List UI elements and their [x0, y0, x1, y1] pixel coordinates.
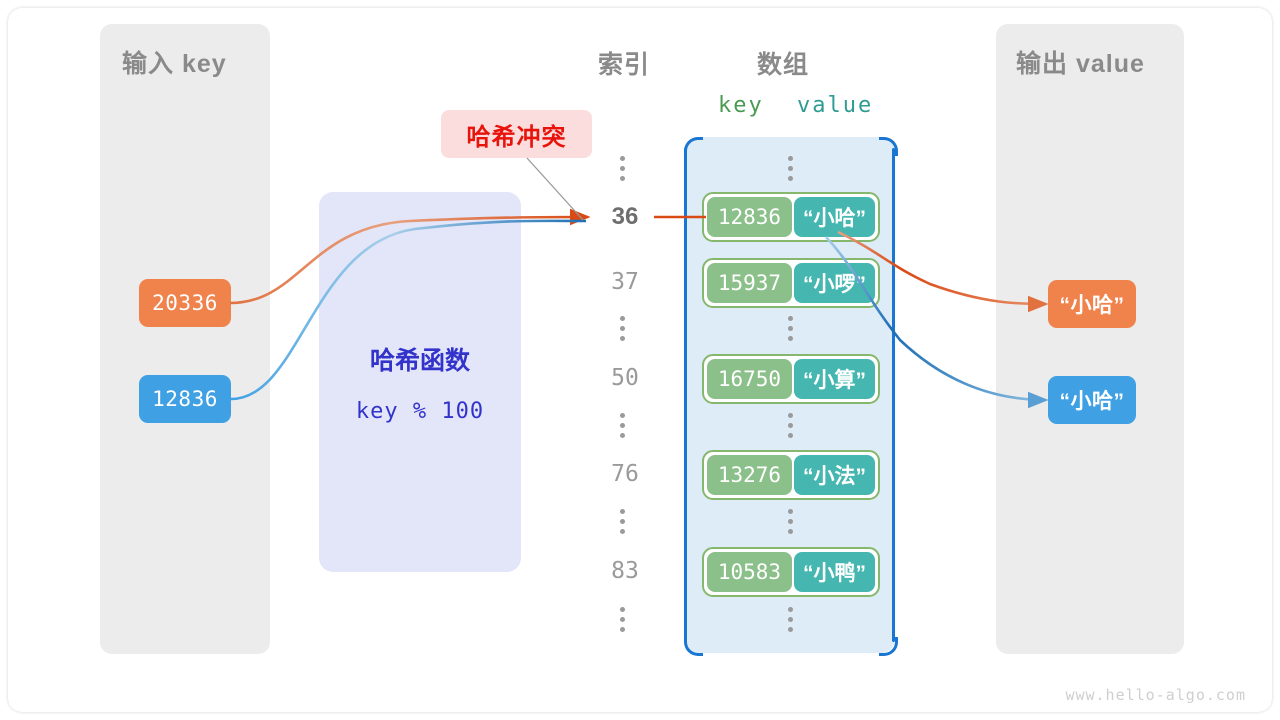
- index-ellipsis: [620, 607, 625, 632]
- entry-key: 15937: [707, 263, 792, 303]
- hash-collision-callout: 哈希冲突: [441, 110, 592, 158]
- hash-function-box: 哈希函数 key % 100: [319, 192, 521, 572]
- input-key-chip[interactable]: 12836: [139, 375, 231, 423]
- array-entry[interactable]: 16750“小算”: [702, 354, 880, 404]
- input-key-panel: [100, 24, 270, 654]
- index-ellipsis: [620, 509, 625, 534]
- entry-value: “小啰”: [793, 263, 875, 303]
- value-header-label: value: [797, 93, 874, 118]
- array-column-title: 数组: [757, 51, 810, 79]
- index-label-36: 36: [611, 203, 639, 230]
- hash-collision-label: 哈希冲突: [466, 123, 567, 151]
- entry-value: “小法”: [793, 455, 875, 495]
- entry-value: “小鸭”: [793, 552, 875, 592]
- array-ellipsis: [788, 316, 793, 341]
- entry-key: 13276: [707, 455, 792, 495]
- array-right-edge: [892, 148, 895, 642]
- entry-key: 10583: [707, 552, 792, 592]
- array-entry[interactable]: 13276“小法”: [702, 450, 880, 500]
- output-value-chip[interactable]: “小哈”: [1048, 376, 1136, 424]
- index-label-83: 83: [611, 558, 639, 584]
- key-header-label: key: [718, 93, 764, 118]
- array-entry[interactable]: 12836“小哈”: [702, 192, 880, 242]
- array-ellipsis: [788, 156, 793, 181]
- array-corner-top-right: [879, 137, 898, 156]
- array-entry[interactable]: 10583“小鸭”: [702, 547, 880, 597]
- hash-function-title: 哈希函数: [369, 346, 470, 375]
- array-entry[interactable]: 15937“小啰”: [702, 258, 880, 308]
- index-column-title: 索引: [598, 51, 651, 79]
- array-ellipsis: [788, 509, 793, 534]
- array-ellipsis: [788, 607, 793, 632]
- entry-value: “小哈”: [793, 197, 875, 237]
- output-panel-title: 输出 value: [1016, 50, 1145, 78]
- array-corner-top-left: [684, 137, 703, 156]
- array-corner-bottom-left: [684, 637, 703, 656]
- entry-value: “小算”: [793, 359, 875, 399]
- index-ellipsis: [620, 413, 625, 438]
- entry-key: 16750: [707, 359, 792, 399]
- input-key-chip[interactable]: 20336: [139, 279, 231, 327]
- index-ellipsis: [620, 316, 625, 341]
- hash-function-expression: key % 100: [355, 398, 485, 424]
- output-value-chip[interactable]: “小哈”: [1048, 280, 1136, 328]
- entry-key: 12836: [707, 197, 792, 237]
- index-label-37: 37: [611, 269, 639, 295]
- index-ellipsis: [620, 156, 625, 181]
- array-ellipsis: [788, 413, 793, 438]
- array-left-edge: [684, 148, 687, 642]
- input-panel-title: 输入 key: [122, 50, 227, 78]
- output-value-panel: [996, 24, 1184, 654]
- array-kv-header: key value: [718, 93, 873, 118]
- watermark: www.hello-algo.com: [1065, 686, 1246, 704]
- index-label-76: 76: [611, 461, 639, 487]
- index-label-50: 50: [611, 365, 639, 391]
- array-corner-bottom-right: [879, 637, 898, 656]
